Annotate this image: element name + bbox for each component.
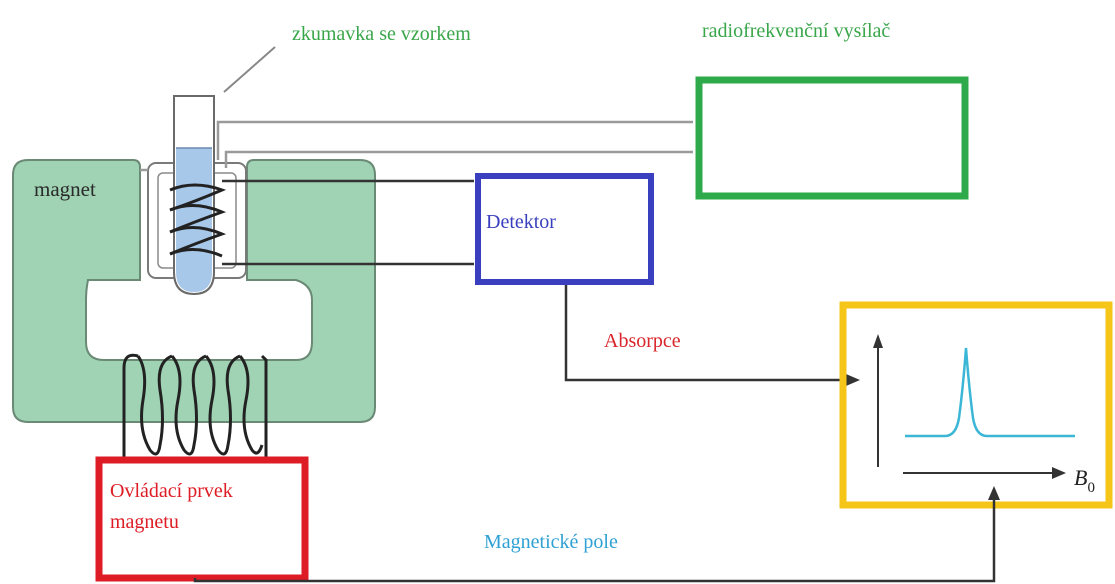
detector-label: Detektor (486, 211, 556, 233)
sample-liquid (176, 148, 212, 292)
spectrum-axes (877, 342, 1056, 474)
spectrum-box (839, 301, 1113, 509)
rf-transmitter-label: radiofrekvenční vysílač (702, 20, 890, 42)
x-axis-arrowhead (1052, 467, 1066, 479)
absorption-arrowhead (846, 374, 860, 386)
y-axis-arrowhead (873, 334, 883, 348)
rf-transmitter-box (695, 76, 969, 200)
magnetic-field-label: Magnetické pole (484, 531, 618, 553)
b0-axis-label: B0 (1074, 465, 1095, 496)
detector-box (475, 173, 654, 285)
rf-wires (140, 120, 693, 172)
magnet-control-label: Ovládací prvek magnetu (110, 480, 238, 533)
magnet-coil (122, 353, 268, 460)
detector-wires (222, 179, 474, 266)
sample-tube-label: zkumavka se vzorkem (292, 23, 471, 45)
rf-coil (169, 183, 227, 258)
magnetic-field-wire (193, 498, 996, 583)
magnetic-field-arrowhead (988, 486, 1000, 500)
magnet-label: magnet (34, 177, 96, 201)
tube-label-pointer (223, 46, 276, 93)
magnet-body (12, 159, 376, 423)
spectrum-peak-curve (905, 347, 1075, 438)
absorption-wire (564, 285, 848, 382)
magnet-control-box (95, 456, 309, 582)
absorption-label: Absorpce (604, 330, 681, 352)
